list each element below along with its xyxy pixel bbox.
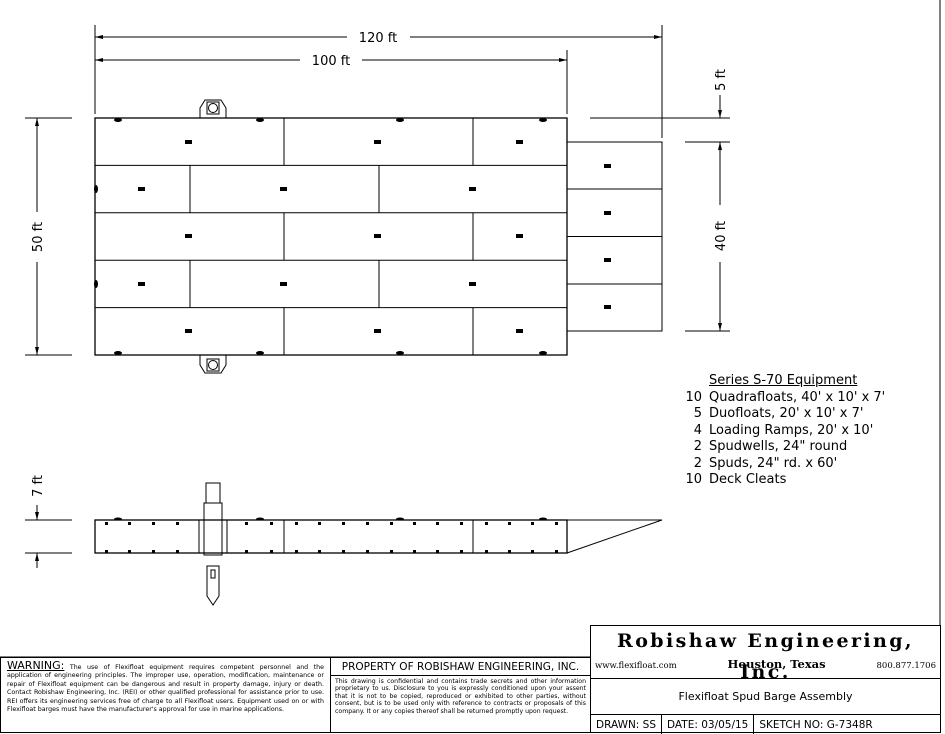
deck-cleats [94, 118, 547, 355]
spud [198, 482, 228, 606]
company-name: Robishaw Engineering, Inc. [617, 630, 914, 683]
dim-100ft-label: 100 ft [312, 54, 350, 69]
property-text: This drawing is confidential and contain… [335, 678, 586, 715]
city: Houston, Texas [727, 657, 826, 671]
property-heading: PROPERTY OF ROBISHAW ENGINEERING, INC. [331, 658, 590, 676]
drawing-date: DATE: 03/05/15 [662, 715, 755, 734]
equipment-title: Series S-70 Equipment [709, 373, 858, 388]
property-notice: PROPERTY OF ROBISHAW ENGINEERING, INC. T… [330, 657, 591, 733]
dim-120ft-label: 120 ft [359, 31, 397, 46]
phone: 800.877.1706 [876, 661, 936, 671]
dim-50ft [25, 117, 72, 356]
drawing-title: Flexifloat Spud Barge Assembly [591, 679, 940, 715]
warning-label: WARNING: [7, 659, 65, 672]
deck-fittings [105, 140, 611, 553]
dim-5ft-label: 5 ft [714, 69, 729, 91]
dim-7ft-label: 7 ft [31, 475, 46, 497]
dim-120ft [94, 25, 663, 138]
website: www.flexifloat.com [595, 661, 677, 671]
dim-100ft [95, 50, 568, 114]
top-view [94, 99, 663, 374]
side-view [94, 482, 663, 606]
warning-text: The use of Flexifloat equipment requires… [7, 664, 324, 714]
sketch-number: SKETCH NO: G-7348R [759, 718, 873, 731]
spudwell-bottom [199, 355, 227, 374]
dim-50ft-label: 50 ft [31, 222, 46, 252]
dim-7ft [25, 505, 72, 568]
title-block: Robishaw Engineering, Inc. www.flexifloa… [590, 625, 941, 734]
spudwell-top [199, 99, 227, 118]
loading-ramps [566, 141, 663, 332]
warning-box: WARNING: The use of Flexifloat equipment… [0, 657, 331, 733]
drawn-by: DRAWN: SS [591, 715, 663, 734]
dim-40ft-label: 40 ft [714, 221, 729, 251]
